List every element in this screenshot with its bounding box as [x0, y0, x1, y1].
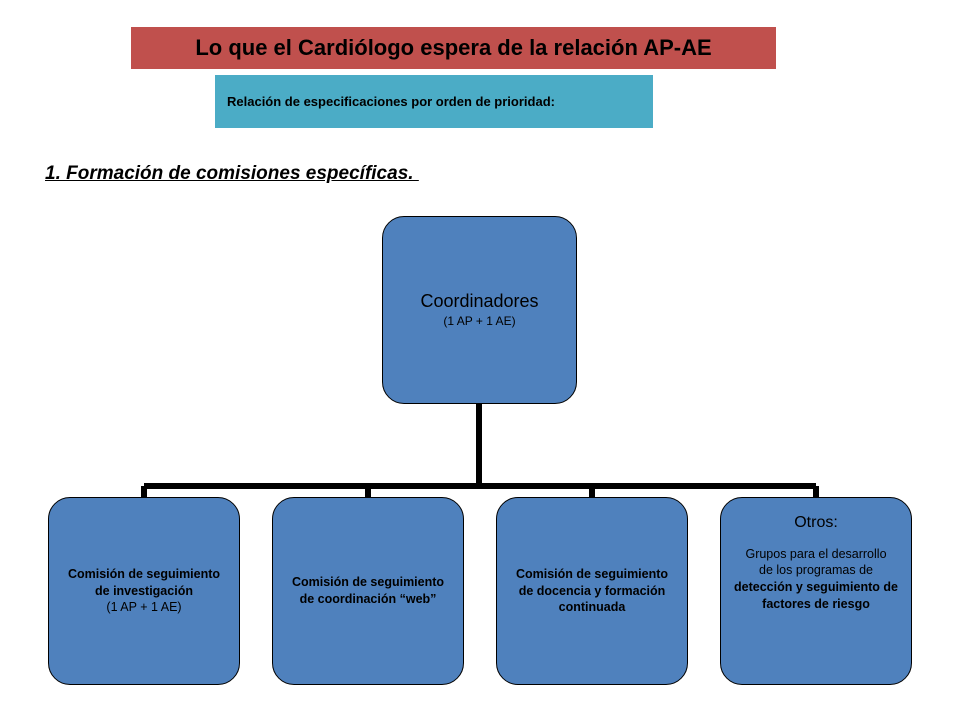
title-banner: Lo que el Cardiólogo espera de la relaci…: [131, 27, 776, 69]
node-text-line: continuada: [558, 600, 626, 615]
page-title: Lo que el Cardiólogo espera de la relaci…: [195, 35, 712, 60]
node-otros-title: Otros:: [794, 514, 838, 531]
subtitle-text: Relación de especificaciones por orden d…: [227, 94, 555, 109]
node-comision-docencia: Comisión de seguimiento de docencia y fo…: [496, 497, 688, 685]
node-text-line: de los programas de: [759, 563, 873, 578]
node-coordinadores-subtitle: (1 AP + 1 AE): [443, 314, 516, 329]
node-text-line: de investigación: [95, 583, 193, 598]
node-text-line: (1 AP + 1 AE): [106, 600, 182, 615]
node-coordinadores-title: Coordinadores: [420, 291, 539, 311]
node-otros: Otros: Grupos para el desarrollo de los …: [720, 497, 912, 685]
node-text-line: detección y seguimiento de: [734, 580, 898, 595]
node-text-line: Comisión de seguimiento: [515, 566, 669, 581]
node-comision-investigacion: Comisión de seguimiento de investigación…: [48, 497, 240, 685]
section-heading: 1. Formación de comisiones específicas.: [45, 163, 419, 184]
node-text-line: de coordinación “web”: [299, 592, 437, 606]
node-text-line: Comisión de seguimiento: [67, 566, 221, 581]
node-text-line: de docencia y formación: [518, 583, 666, 598]
subtitle-box: Relación de especificaciones por orden d…: [215, 75, 653, 128]
node-text-line: Grupos para el desarrollo: [745, 546, 887, 561]
node-text-line: factores de riesgo: [762, 597, 870, 612]
node-comision-coordinacion-web: Comisión de seguimiento de coordinación …: [272, 497, 464, 685]
node-coordinadores: Coordinadores (1 AP + 1 AE): [382, 216, 577, 404]
node-text-line: Comisión de seguimiento: [291, 575, 445, 590]
